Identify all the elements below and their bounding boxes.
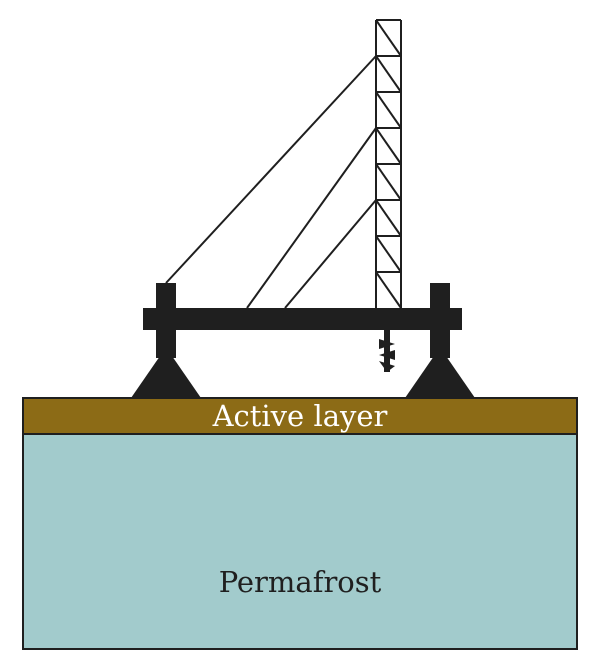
left-support-foot bbox=[131, 356, 201, 398]
permafrost-layer bbox=[22, 433, 578, 650]
active-layer-band bbox=[22, 397, 578, 435]
guy-wires bbox=[165, 55, 377, 309]
auger-drill-bit bbox=[379, 330, 395, 372]
active-layer-label: Active layer bbox=[212, 399, 388, 433]
lattice-mast bbox=[375, 19, 402, 309]
permafrost-label: Permafrost bbox=[219, 565, 382, 599]
horizontal-beam bbox=[143, 308, 462, 330]
right-support-foot bbox=[405, 356, 475, 398]
guy-wire-inner bbox=[284, 199, 377, 309]
guy-wire-middle bbox=[246, 127, 377, 309]
guy-wire-outer bbox=[165, 55, 377, 284]
